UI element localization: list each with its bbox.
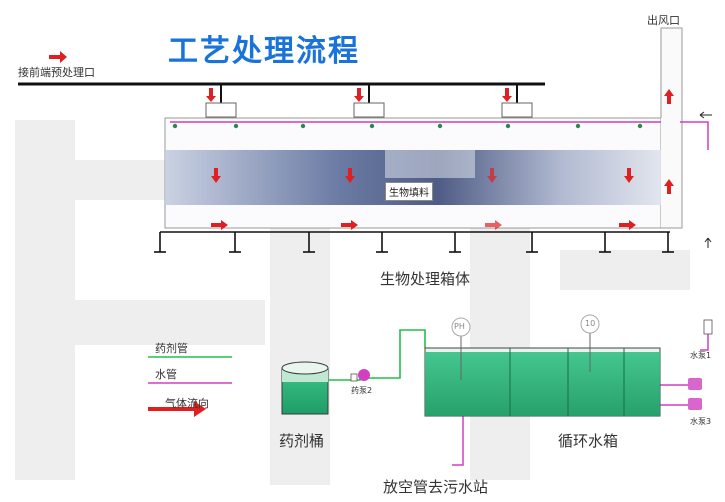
pump-1-label: 水泵1 (690, 351, 712, 360)
pump-2 (350, 369, 370, 382)
legend-chem-label: 药剂管 (155, 342, 188, 355)
ph-label: PH (454, 322, 465, 331)
inlet-connectors (220, 84, 518, 105)
down-arrow-icons (206, 88, 512, 102)
riser-arrow-icon (704, 237, 712, 248)
inlet-arrow-icon (49, 51, 67, 63)
legend (148, 356, 232, 417)
pump-3 (688, 398, 702, 410)
outlet-label: 出风口 (647, 14, 680, 27)
legend-gas-label: 气体流向 (165, 397, 209, 410)
box-down-arrow-icons (211, 168, 634, 183)
page-title: 工艺处理流程 (168, 34, 360, 69)
chem-tank (281, 361, 329, 415)
spray-nozzles (172, 123, 643, 129)
pump-3-label: 水泵3 (690, 417, 712, 426)
legend-water-label: 水管 (155, 368, 177, 381)
riser-valve (703, 319, 713, 335)
up-arrow-icons (664, 89, 674, 194)
return-arrow-icon (699, 111, 712, 119)
outlet-stack (660, 27, 683, 229)
bio-box-label: 生物处理箱体 (380, 270, 471, 288)
pump-1 (688, 378, 702, 390)
sensor-probes (451, 314, 600, 380)
circ-tank-label: 循环水箱 (558, 432, 619, 450)
pump-2-label: 药泵2 (351, 386, 373, 395)
box-legs (154, 231, 674, 253)
box-right-arrow-icons (211, 220, 636, 230)
vent-label: 放空管去污水站 (383, 478, 489, 496)
chem-pipe (328, 329, 426, 381)
packing-label: 生物填料 (385, 182, 433, 201)
inlet-flanges (205, 102, 533, 118)
orp-label: 10 (585, 319, 596, 328)
inlet-label: 接前端预处理口 (18, 66, 95, 79)
chem-tank-label: 药剂桶 (279, 432, 325, 450)
circ-tank (424, 347, 661, 417)
packing-highlight (385, 150, 475, 178)
